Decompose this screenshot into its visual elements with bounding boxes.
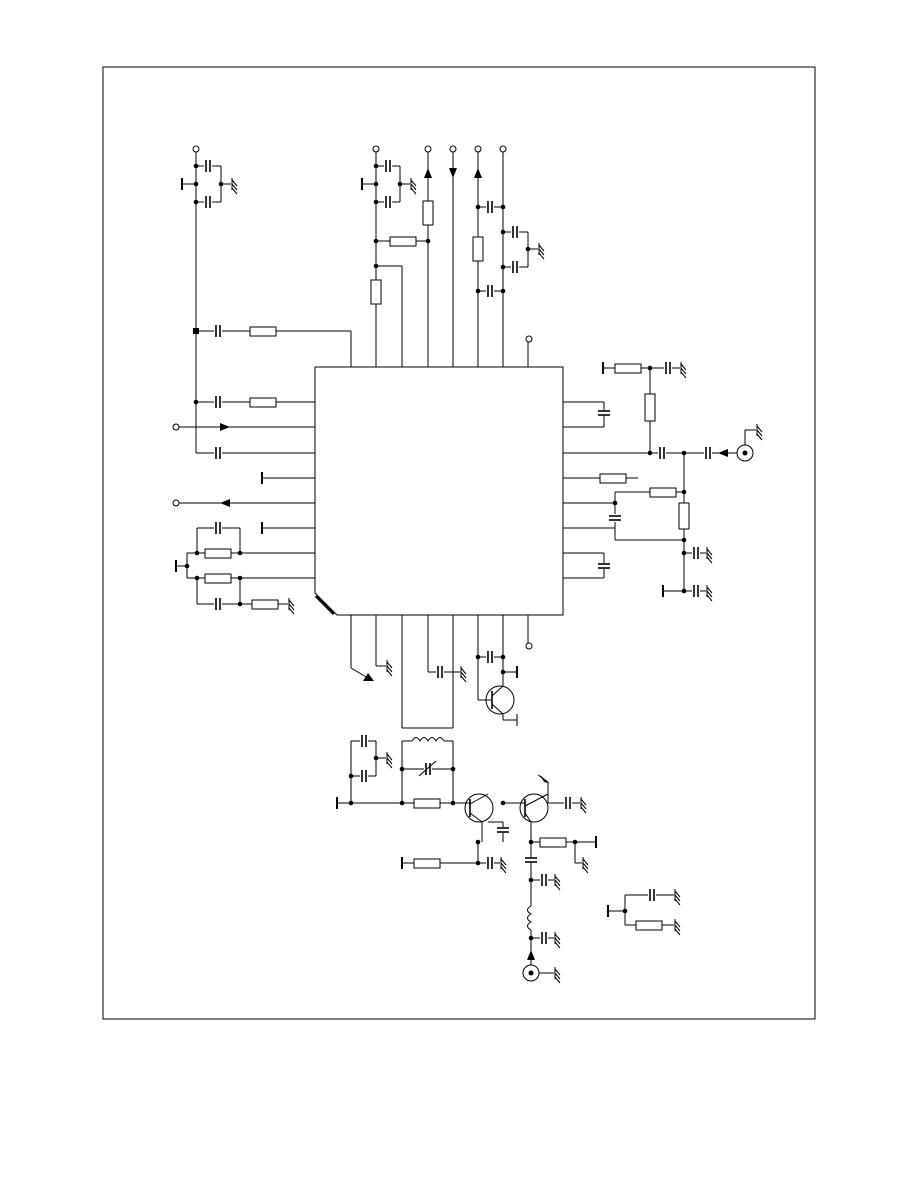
resistor-376-428	[389, 236, 417, 247]
resistor-left-1	[249, 326, 277, 337]
resistor-376	[370, 279, 382, 305]
resistor-428	[422, 200, 434, 226]
right-pins	[563, 362, 737, 597]
page-frame	[102, 66, 816, 1020]
arrow-in-rf	[718, 449, 728, 457]
ic-body	[314, 366, 564, 616]
arrow-in-427	[220, 423, 230, 431]
arrow-down-453	[449, 168, 457, 178]
decoupling-376	[361, 165, 410, 267]
resistor-left-2	[249, 397, 277, 408]
emitter-network	[401, 833, 597, 965]
arrow-out-351	[363, 673, 374, 681]
arrow-up-428	[424, 168, 432, 178]
left-rc-network	[175, 527, 315, 605]
transistor-q2	[464, 793, 494, 842]
resistor-478	[472, 236, 484, 262]
transistor-q1	[485, 685, 518, 726]
transistor-q3	[488, 774, 580, 842]
arrow-out-503	[220, 499, 230, 507]
lower-left-decoupling	[336, 740, 465, 809]
left-pins	[179, 426, 315, 534]
left-supply-rail	[181, 152, 351, 454]
inductor-tank	[401, 727, 454, 803]
arrow-up-478	[474, 168, 482, 178]
ic-pin1-bevel	[314, 594, 336, 616]
bottom-right-rc	[607, 894, 674, 926]
arrow-up-rf-bottom	[527, 950, 535, 960]
